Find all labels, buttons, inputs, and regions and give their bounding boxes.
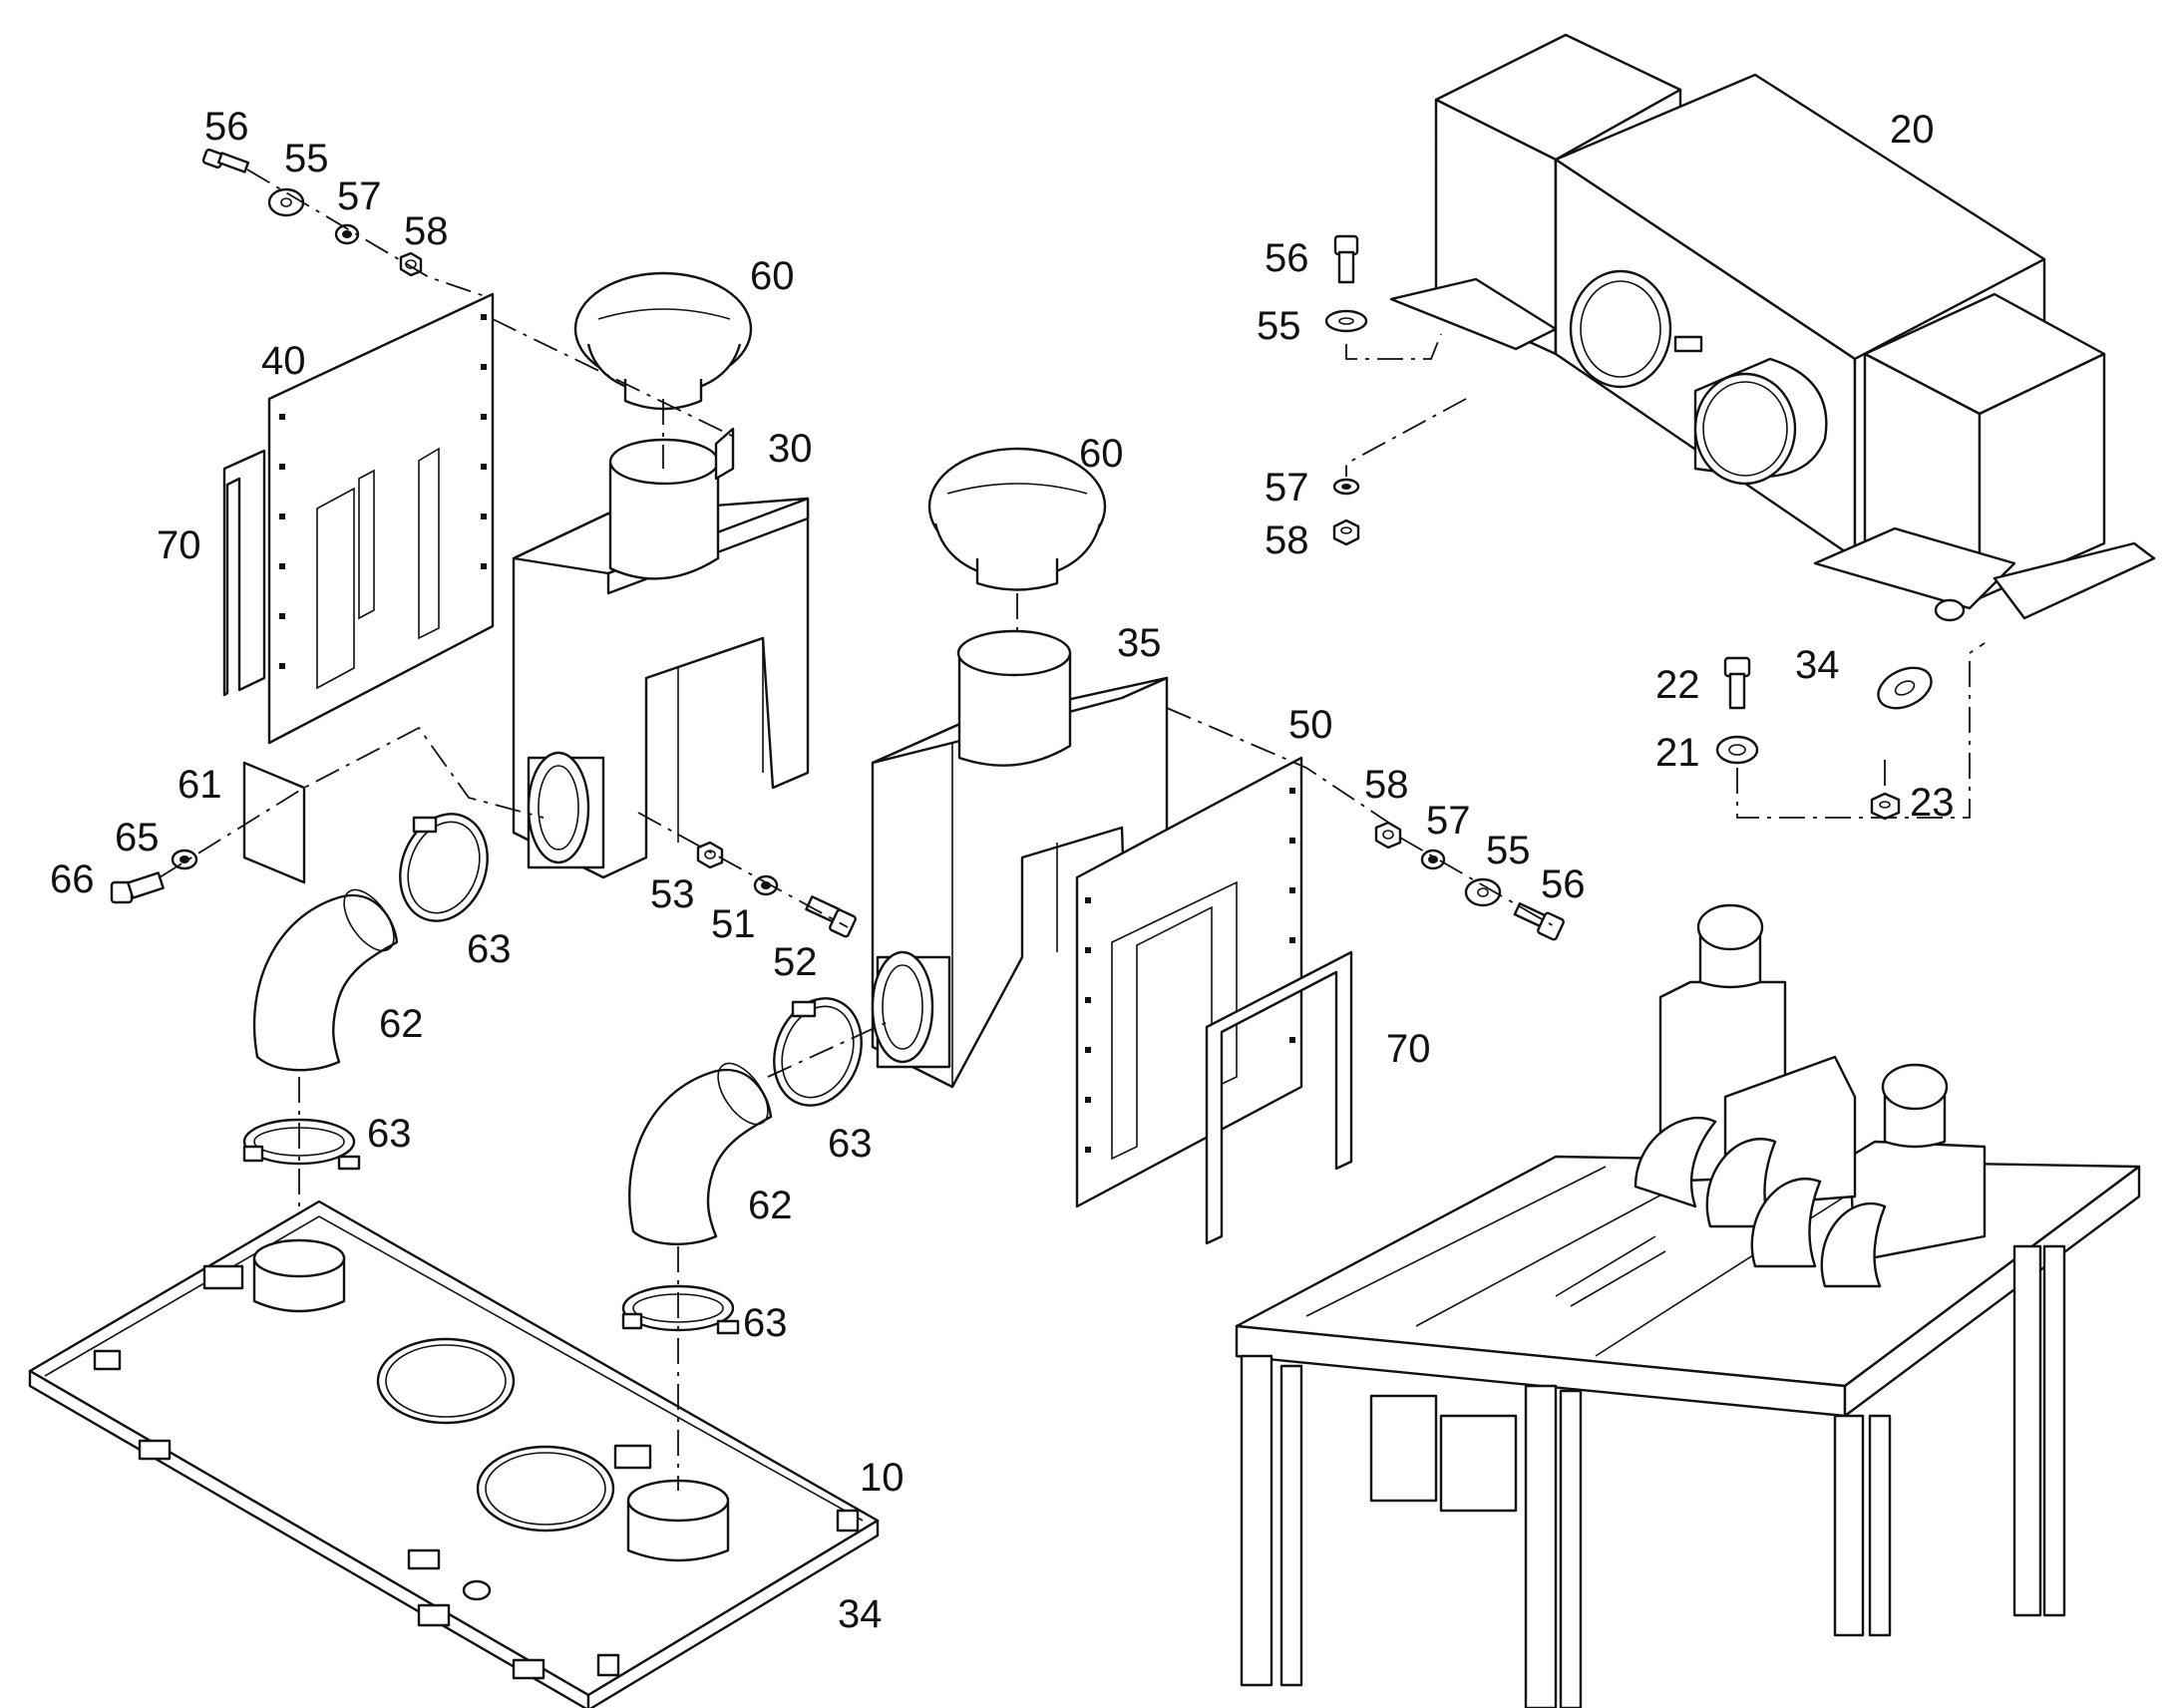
duct-housing-30: [512, 427, 810, 879]
callout-62-mid: 62: [748, 1184, 793, 1227]
callout-70-right: 70: [1386, 1027, 1431, 1071]
callout-56-top-right: 56: [1265, 236, 1309, 280]
nut-58-top-left: [399, 251, 423, 277]
hardware-stack-top-left: [201, 148, 495, 300]
assembled-frame-view: [1235, 903, 2141, 1708]
callout-52: 52: [773, 940, 818, 984]
axis-line-plate-50: [1166, 707, 1397, 829]
callout-35: 35: [1117, 621, 1162, 665]
callout-60-mid: 60: [1079, 432, 1124, 476]
seal-70-left: [222, 449, 266, 697]
callout-34-right: 34: [1795, 643, 1840, 687]
elbow-62-left: [252, 888, 399, 1072]
gasket-34: [1877, 666, 1933, 710]
callout-63-mid-lower: 63: [743, 1301, 788, 1345]
clamp-63-mid: [773, 997, 863, 1107]
callout-labels: 56 55 57 58 40 70 60 30 60 35 50 58 57 5…: [50, 105, 1955, 1636]
callout-57-top-right: 57: [1265, 466, 1309, 510]
callout-57-top-left: 57: [337, 174, 382, 218]
callout-58-top-left: 58: [404, 209, 449, 253]
callout-56-mid-right: 56: [1541, 862, 1586, 906]
callout-10: 10: [860, 1456, 905, 1500]
callout-62-left: 62: [379, 1002, 424, 1046]
hardware-stack-top-right: [1324, 234, 1467, 546]
bolt-56-top-left: [201, 148, 250, 173]
callout-60-left: 60: [750, 254, 795, 298]
callout-50: 50: [1288, 703, 1333, 747]
callout-40: 40: [261, 339, 306, 383]
plate-40: [267, 292, 495, 745]
callout-20: 20: [1890, 108, 1935, 152]
callout-65: 65: [115, 816, 160, 859]
callout-61: 61: [178, 763, 222, 807]
callout-23: 23: [1910, 781, 1955, 825]
clamp-63-upper: [399, 813, 489, 922]
hardware-stack-mid-right: [1374, 821, 1565, 941]
callout-22: 22: [1655, 663, 1700, 707]
callout-55-top-left: 55: [284, 137, 329, 180]
callout-57-mid-right: 57: [1426, 799, 1471, 843]
callout-34-bottom: 34: [838, 1592, 883, 1636]
rain-cap-60-left: [573, 271, 753, 411]
hardware-stack-53-51-52: [637, 812, 857, 938]
callout-66: 66: [50, 857, 95, 901]
callout-63-upper: 63: [467, 927, 512, 971]
plate-50: [1075, 756, 1303, 1208]
washer-65: [171, 849, 198, 870]
base-plate-10: [28, 1199, 880, 1708]
elbow-62-mid: [628, 1062, 773, 1245]
callout-55-top-right: 55: [1257, 304, 1301, 348]
callout-30: 30: [768, 427, 813, 471]
axis-line-63-mid: [767, 1021, 889, 1078]
axis-line-61: [159, 726, 545, 878]
callout-58-top-right: 58: [1265, 518, 1309, 562]
hardware-stack-22-21-23: [1715, 642, 1986, 821]
callout-58-mid-right: 58: [1364, 763, 1409, 807]
callout-56-top-left: 56: [204, 105, 249, 149]
cover-61: [242, 761, 306, 884]
clamp-63-left-lower: [242, 1118, 361, 1171]
callout-63-mid: 63: [828, 1122, 873, 1166]
rain-cap-60-mid: [927, 447, 1107, 591]
callout-21: 21: [1655, 731, 1700, 775]
duct-housing-35: [871, 629, 1169, 1089]
seal-70-right: [1205, 950, 1353, 1245]
callout-70-left: 70: [157, 523, 201, 567]
washer-55-top-left: [267, 187, 305, 217]
callout-63-left-lower: 63: [367, 1112, 412, 1156]
bolt-66: [110, 871, 165, 904]
callout-53: 53: [650, 872, 695, 916]
callout-51: 51: [711, 902, 756, 946]
clamp-63-mid-lower: [621, 1284, 740, 1335]
callout-55-mid-right: 55: [1486, 829, 1531, 872]
muffler-assembly-20: [1389, 33, 2156, 622]
